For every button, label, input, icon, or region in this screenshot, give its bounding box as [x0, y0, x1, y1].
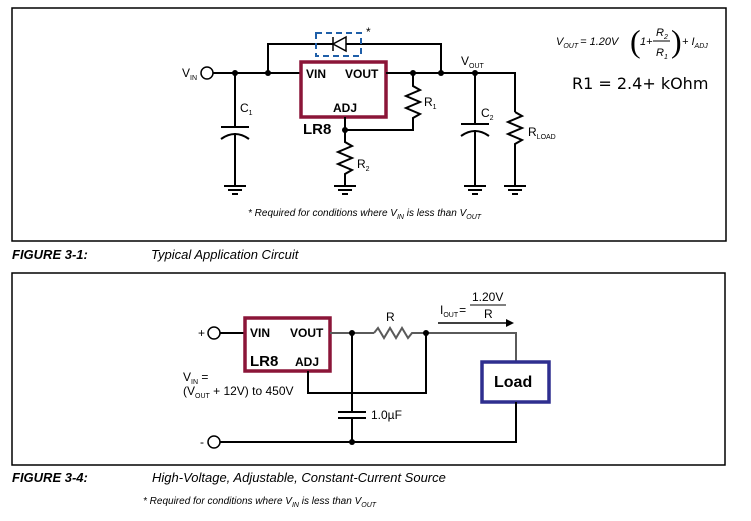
diode-icon: [331, 35, 347, 53]
ic2-pin-adj: ADJ: [295, 355, 319, 369]
diode-bypass-wire: [267, 43, 442, 73]
minus-label: -: [200, 435, 204, 449]
output-wire: [386, 72, 516, 112]
vout-label: VOUT: [461, 54, 485, 70]
figure-1-caption-text: Typical Application Circuit: [151, 247, 300, 262]
svg-text:1+: 1+: [640, 36, 653, 48]
adj-wire: [307, 333, 427, 394]
lr8-ic-box-2: [243, 316, 332, 373]
rload-resistor: [505, 111, 525, 186]
return-wire: [220, 402, 517, 443]
rload-label: RLOAD: [528, 125, 556, 141]
junction: [349, 439, 355, 445]
figure-2-caption-text: High-Voltage, Adjustable, Constant-Curre…: [152, 470, 446, 485]
ic-pin-adj: ADJ: [333, 101, 357, 115]
iout-label: IOUT=: [440, 303, 466, 319]
arrow-head-icon: [506, 319, 514, 327]
vin-terminal: [200, 66, 214, 80]
ic2-name: LR8: [250, 353, 278, 370]
paren-open: (: [630, 23, 641, 59]
r2-resistor: [335, 117, 355, 186]
ic-pin-vout: VOUT: [345, 67, 379, 81]
minus-terminal: [207, 435, 221, 449]
ic-name: LR8: [303, 121, 331, 138]
figure-2-frame: [11, 272, 726, 466]
r1-label: R1: [424, 95, 437, 111]
r1-resistor: [345, 73, 423, 131]
ic2-pin-vout: VOUT: [290, 326, 324, 340]
figure-3-4: + VIN VOUT LR8 ADJ VIN = (VOUT + 12V) to…: [11, 272, 726, 466]
c1-label: C1: [240, 101, 253, 117]
vout-equation: VOUT= 1.20V ( 1+ R2 R1 ) + IADJ: [556, 23, 708, 61]
svg-text:R2: R2: [656, 27, 668, 41]
c2-label: C2: [481, 106, 494, 122]
figure-3-1: VIN * C1 VIN VOUT ADJ LR8: [11, 7, 727, 242]
junction: [342, 127, 348, 133]
svg-text:+ IADJ: + IADJ: [682, 36, 708, 50]
ground-icon: [464, 185, 486, 195]
figure-2-caption-number: FIGURE 3-4:: [12, 470, 88, 485]
load-label: Load: [494, 374, 532, 391]
vin-range-line2: (VOUT + 12V) to 450V: [183, 384, 294, 400]
figure-1-caption-number: FIGURE 3-1:: [12, 247, 88, 262]
r-label: R: [386, 310, 395, 324]
ground-icon: [224, 185, 246, 195]
lr8-ic-box: [299, 60, 388, 119]
vin-range-line1: VIN =: [183, 370, 208, 386]
ic-pin-vin: VIN: [306, 67, 326, 81]
r-resistor: [373, 326, 517, 362]
paren-close: ): [671, 23, 682, 59]
r2-label: R2: [357, 157, 370, 173]
figure-1-frame: [11, 7, 727, 242]
cap-label: 1.0µF: [371, 408, 402, 422]
plus-terminal: [207, 326, 221, 340]
diode-asterisk: *: [366, 25, 371, 39]
junction: [438, 70, 444, 76]
plus-label: +: [198, 326, 205, 340]
svg-text:R1: R1: [656, 47, 668, 61]
ground-icon: [334, 185, 356, 195]
r1-value-note: R1 = 2.4+ kOhm: [572, 74, 708, 93]
svg-text:VOUT= 1.20V: VOUT= 1.20V: [556, 36, 620, 50]
figure-2-footnote: * Required for conditions where VIN is l…: [143, 496, 377, 509]
vin-label: VIN: [182, 66, 197, 82]
figure-1-footnote: * Required for conditions where VIN is l…: [248, 208, 482, 221]
ic2-pin-vin: VIN: [250, 326, 270, 340]
ground-icon: [504, 185, 526, 195]
iout-denominator: R: [484, 307, 493, 321]
iout-numerator: 1.20V: [472, 290, 503, 304]
diode-optional-box: [315, 32, 362, 57]
